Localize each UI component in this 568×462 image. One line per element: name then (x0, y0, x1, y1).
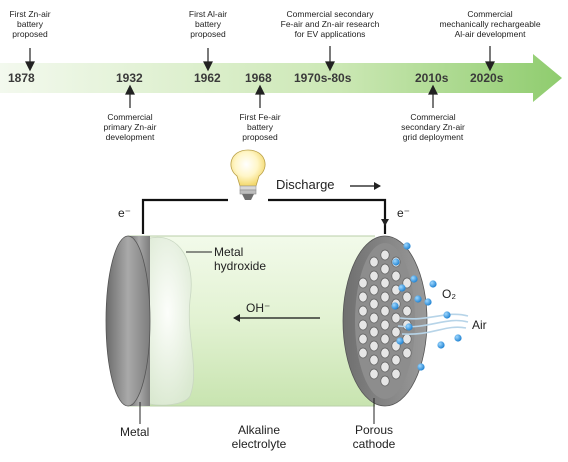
cathode-pore (402, 333, 412, 345)
cathode-pore (369, 354, 379, 366)
air-label: Air (472, 318, 487, 332)
cathode-pore (358, 277, 368, 289)
event-1968: First Fe-air battery proposed (239, 112, 281, 142)
cathode-pore (391, 326, 401, 338)
cathode-pore (402, 305, 412, 317)
metal-label: Metal (120, 425, 150, 439)
year-2010s: 2010s (415, 71, 449, 85)
cathode-pore (402, 277, 412, 289)
cathode-pore (369, 284, 379, 296)
discharge-label: Discharge (276, 177, 335, 192)
cathode-pore (380, 249, 390, 261)
oxygen-molecules (391, 242, 462, 371)
oxygen-molecule (392, 258, 400, 266)
oxygen-molecule (454, 334, 462, 342)
oxygen-molecule (403, 242, 411, 250)
cathode-pore (369, 312, 379, 324)
cathode-pore (358, 333, 368, 345)
oxygen-molecule (414, 295, 422, 303)
cathode-pore (369, 298, 379, 310)
year-2020s: 2020s (470, 71, 504, 85)
cathode-pore (358, 305, 368, 317)
cathode-pore (391, 312, 401, 324)
event-1932: Commercial primary Zn-air development (103, 112, 157, 142)
cathode-pore (358, 347, 368, 359)
oxygen-molecule (398, 284, 406, 292)
electrolyte-label: Alkaline electrolyte (231, 423, 287, 451)
oxygen-molecule (429, 280, 437, 288)
oxygen-molecule (396, 337, 404, 345)
cathode-pore (380, 347, 390, 359)
cathode-pore (380, 361, 390, 373)
metal-hydroxide-label: Metal hydroxide (214, 245, 267, 273)
oxygen-molecule (443, 311, 451, 319)
timeline-connectors (25, 46, 495, 108)
year-1970s-80s: 1970s-80s (294, 71, 352, 85)
cathode-pore (358, 319, 368, 331)
event-1962: First Al-air battery proposed (188, 9, 228, 39)
cathode-pore (402, 347, 412, 359)
electron-label-right: e⁻ (397, 206, 411, 220)
cathode-pore (380, 305, 390, 317)
cathode-pore (380, 291, 390, 303)
cathode-pore (391, 354, 401, 366)
oxygen-molecule (424, 298, 432, 306)
cathode-pore (391, 270, 401, 282)
metal-anode-face (105, 235, 151, 407)
cathode-pore (369, 256, 379, 268)
oxygen-molecule (417, 363, 425, 371)
cathode-pore (369, 326, 379, 338)
cathode-pore (358, 291, 368, 303)
event-2010s: Commercial secondary Zn-air grid deploym… (401, 112, 465, 142)
cathode-pore (380, 375, 390, 387)
event-2020s: Commercial mechanically rechargeable Al-… (439, 9, 541, 39)
leader-lines (139, 251, 375, 424)
cathode-pore (380, 263, 390, 275)
electron-label-left: e⁻ (118, 206, 132, 220)
oxygen-molecule (437, 341, 445, 349)
year-1962: 1962 (194, 71, 221, 85)
cathode-pore (391, 368, 401, 380)
cathode-label: Porous cathode (352, 423, 396, 451)
cathode-pore (380, 333, 390, 345)
event-1970s-80s: Commercial secondary Fe-air and Zn-air r… (280, 9, 380, 39)
cathode-pore (369, 368, 379, 380)
cathode-pore (380, 277, 390, 289)
oxygen-molecule (391, 302, 399, 310)
event-1878: First Zn-air battery proposed (9, 9, 51, 39)
year-1968: 1968 (245, 71, 272, 85)
year-1878: 1878 (8, 71, 35, 85)
timeline-arrow (0, 54, 562, 102)
light-bulb-icon (230, 149, 266, 200)
year-1932: 1932 (116, 71, 143, 85)
oxygen-molecule (405, 323, 413, 331)
hydroxide-ion-label: OH⁻ (246, 301, 271, 315)
cathode-pore (380, 319, 390, 331)
oxygen-molecule (410, 275, 418, 283)
cathode-pore (369, 270, 379, 282)
oxygen-label: O₂ (442, 287, 456, 301)
cathode-pore (369, 340, 379, 352)
circuit-wire (141, 198, 387, 234)
cathode-pore (402, 291, 412, 303)
